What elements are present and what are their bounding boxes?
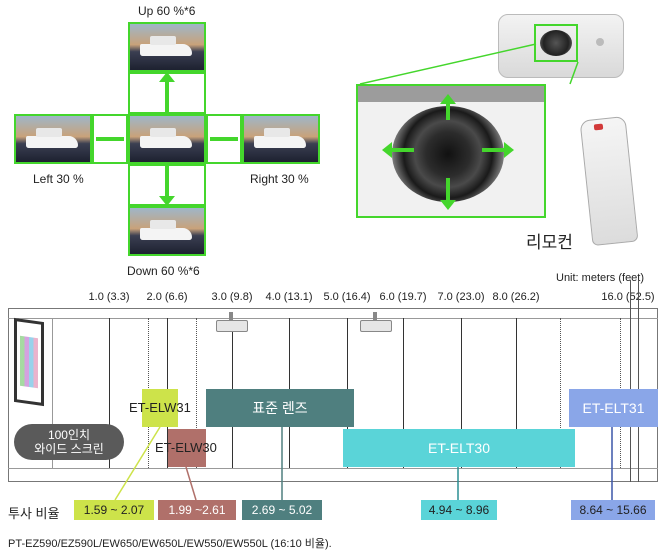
ruler-tick: 8.0 (26.2) [492, 291, 540, 303]
projector-lens [540, 30, 572, 56]
ruler-tick: 16.0 (52.5) [601, 291, 655, 303]
distance-line [461, 318, 462, 468]
arrow-left [96, 137, 124, 141]
arrow-down-head [159, 196, 175, 206]
ruler-tick: 3.0 (9.8) [211, 291, 253, 303]
lens-et-elt30-label: ET-ELT30 [428, 440, 490, 456]
zoom-connector [359, 43, 579, 85]
ruler-tick: 7.0 (23.0) [437, 291, 485, 303]
lens-et-elw31 [142, 389, 178, 427]
lens-et-elw30-label: ET-ELW30 [155, 440, 217, 455]
shift-down-frame [128, 206, 206, 256]
remote-label: 리모컨 [526, 233, 573, 252]
projector-button [596, 38, 604, 46]
lens-arrow-down [446, 178, 450, 200]
ceiling-mount [229, 312, 233, 320]
ceiling-projector [216, 320, 248, 332]
lens-standard: 표준 렌즈 [206, 389, 354, 427]
lens-arrow-up-head [440, 94, 456, 104]
distance-line [403, 318, 404, 468]
arrow-up-head [159, 72, 175, 82]
lens-et-elw30 [168, 429, 206, 467]
distance-break [630, 280, 631, 482]
center-frame [128, 114, 206, 164]
distance-line [109, 318, 110, 468]
shift-right-image [244, 116, 318, 162]
distance-break [638, 280, 639, 482]
shift-right-frame [242, 114, 320, 164]
ruler-tick: 2.0 (6.6) [146, 291, 188, 303]
shift-left-box [92, 114, 128, 164]
ratio-et-elt30: 4.94 ~ 8.96 [421, 500, 497, 520]
lens-standard-label: 표준 렌즈 [252, 400, 308, 416]
shift-down-label: Down 60 %*6 [127, 264, 200, 278]
ratio-standard: 2.69 ~ 5.02 [242, 500, 322, 520]
shift-right-label: Right 30 % [250, 172, 309, 186]
lens-et-elw31-label: ET-ELW31 [129, 400, 191, 415]
room-front-wall [52, 318, 53, 468]
unit-label: Unit: meters (feet) [556, 272, 645, 284]
ratio-et-elw30: 1.99 ~2.61 [158, 500, 236, 520]
lens-arrow-right-head [504, 142, 514, 158]
shift-left-label: Left 30 % [33, 172, 84, 186]
shift-right-box [206, 114, 242, 164]
ceiling-projector [360, 320, 392, 332]
distance-line [196, 318, 197, 468]
distance-line [560, 318, 561, 468]
distance-line [516, 318, 517, 468]
shift-up-label: Up 60 %*6 [138, 4, 196, 18]
lens-arrow-right [482, 148, 504, 152]
lens-arrow-left-head [382, 142, 392, 158]
ratio-et-elw31: 1.59 ~ 2.07 [74, 500, 154, 520]
shift-left-frame [14, 114, 92, 164]
lens-arrow-left [392, 148, 414, 152]
shift-up-frame [128, 22, 206, 72]
lens-et-elt31-label: ET-ELT31 [582, 400, 645, 416]
shift-down-image [130, 208, 204, 254]
ruler-tick: 4.0 (13.1) [265, 291, 313, 303]
room-ceiling-line [8, 318, 658, 319]
model-footnote: PT-EZ590/EZ590L/EW650/EW650L/EW550/EW550… [8, 538, 332, 550]
arrow-down [165, 166, 169, 200]
throw-ratio-label: 투사 비율 [8, 506, 60, 521]
lens-arrow-up [446, 100, 450, 120]
ruler-tick: 5.0 (16.4) [323, 291, 371, 303]
arrow-right [210, 137, 238, 141]
room-floor-line [8, 468, 658, 469]
lens-focus-frame [534, 24, 578, 62]
shift-up-image [130, 24, 204, 70]
lens-et-elt30: ET-ELT30 [343, 429, 575, 467]
ruler-tick: 6.0 (19.7) [379, 291, 427, 303]
screen-size-badge: 100인치 와이드 스크린 [14, 424, 124, 460]
ratio-et-elt31: 8.64 ~ 15.66 [571, 500, 655, 520]
lens-et-elt31: ET-ELT31 [569, 389, 658, 427]
center-image [130, 116, 204, 162]
shift-left-image [16, 116, 90, 162]
lens-arrow-down-head [440, 200, 456, 210]
ceiling-mount [373, 312, 377, 320]
ruler-tick: 1.0 (3.3) [88, 291, 130, 303]
arrow-up [165, 78, 169, 118]
